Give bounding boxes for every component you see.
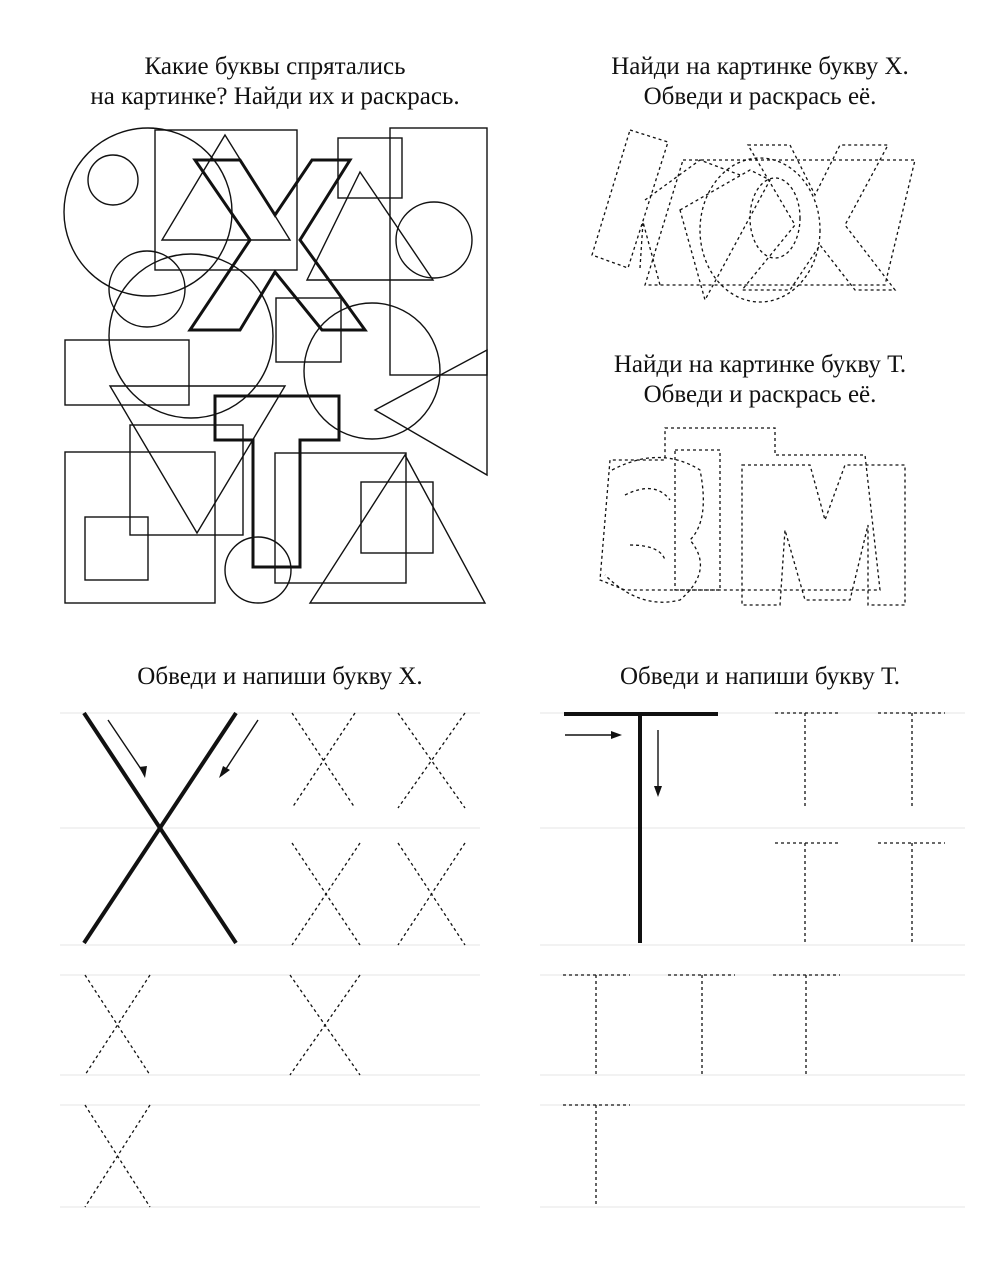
title-line: Какие буквы спрятались xyxy=(144,53,406,80)
title-line: Найди на картинке букву Х. xyxy=(611,53,909,80)
writing-guidelines xyxy=(60,712,965,1208)
dotted-letters-ztm xyxy=(599,427,906,606)
task-find-x-title: Найди на картинке букву Х. Обведи и раск… xyxy=(530,52,990,112)
title-line: Обведи и раскрась её. xyxy=(643,83,877,110)
task-find-t-title: Найди на картинке букву Т. Обведи и раск… xyxy=(530,350,990,410)
title-line: Найди на картинке букву Т. xyxy=(613,351,907,378)
shapes-puzzle xyxy=(63,127,488,604)
arrow-icon xyxy=(654,730,662,797)
write-x-area xyxy=(82,711,466,1208)
dotted-t-practice xyxy=(563,712,945,1207)
hidden-letter-t xyxy=(213,394,341,569)
dotted-x-practice xyxy=(84,712,466,1208)
task-write-x-title: Обведи и напиши букву Х. xyxy=(137,663,423,690)
hidden-letter-x xyxy=(187,158,368,332)
title-line: Обведи и раскрась её. xyxy=(643,381,877,408)
arrow-icon xyxy=(565,731,622,739)
write-t-area xyxy=(563,712,945,1207)
arrow-icon xyxy=(107,719,147,778)
task-write-t-title: Обведи и напиши букву Т. xyxy=(619,663,901,690)
task-hidden-letters-title: Какие буквы спрятались на картинке? Найд… xyxy=(40,52,510,112)
title-line: на картинке? Найди их и раскрась. xyxy=(90,83,460,110)
arrow-icon xyxy=(219,719,259,778)
dotted-letters-kox xyxy=(591,129,916,303)
